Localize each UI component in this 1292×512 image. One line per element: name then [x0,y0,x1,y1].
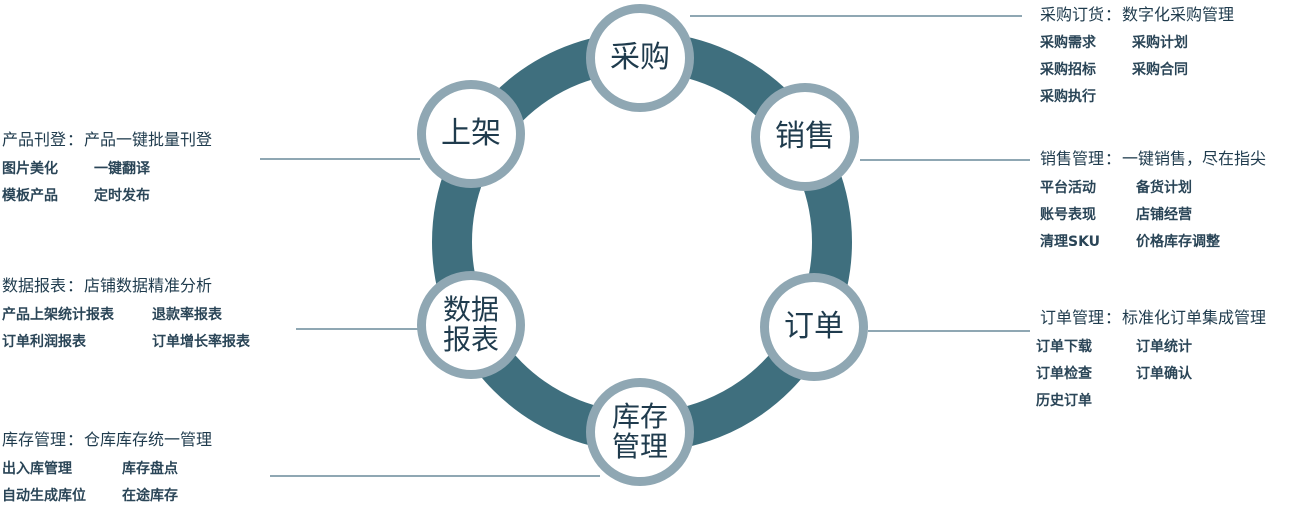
panel-purchase: 采购订货：数字化采购管理 采购需求 采购计划 采购招标 采购合同 采购执行 [1040,1,1234,113]
panel-report-title: 数据报表 [2,276,67,295]
node-sales[interactable]: 销售 [751,83,859,191]
panel-inventory-heading: 库存管理：仓库库存统一管理 [2,426,222,450]
node-inventory-label-line1: 库存 [611,400,668,433]
list-item: 在途库存 [122,488,178,504]
list-item: 模板产品 [2,188,58,204]
panel-inventory-items: 出入库管理 库存盘点 自动生成库位 在途库存 [2,458,222,512]
list-item: 备货计划 [1136,180,1192,196]
panel-report-subtitle: 店铺数据精准分析 [84,276,213,295]
panel-order-items: 订单下载 订单统计 订单检查 订单确认 历史订单 [1036,336,1266,417]
list-item: 库存盘点 [122,461,178,477]
list-item: 账号表现 [1040,207,1096,223]
node-order-label: 订单 [784,309,844,344]
list-item: 采购执行 [1040,89,1096,105]
node-report-label-line2: 报表 [442,323,499,356]
panel-inventory-subtitle: 仓库库存统一管理 [84,430,213,449]
panel-purchase-heading: 采购订货：数字化采购管理 [1040,1,1234,25]
panel-listing-heading: 产品刊登：产品一键批量刊登 [2,126,212,150]
list-item: 采购合同 [1132,62,1188,78]
panel-sales-heading: 销售管理：一键销售，尽在指尖 [1040,145,1266,169]
title-separator: ： [67,130,84,149]
list-item: 订单下载 [1036,339,1092,355]
list-item: 清理SKU [1040,234,1101,250]
panel-listing-items: 图片美化 一键翻译 模板产品 定时发布 [2,158,212,212]
list-item: 采购计划 [1132,35,1188,51]
title-separator: ： [67,276,84,295]
node-report[interactable]: 数据 报表 [417,271,525,379]
list-item: 店铺经营 [1136,207,1192,223]
panel-order-title: 订单管理 [1040,308,1105,327]
list-item: 一键翻译 [94,161,150,177]
list-item: 自动生成库位 [2,488,86,504]
list-item: 图片美化 [2,161,58,177]
panel-inventory-title: 库存管理 [2,430,67,449]
node-listing-label: 上架 [441,116,501,151]
list-item: 订单增长率报表 [152,334,250,350]
title-separator: ： [1105,5,1122,24]
panel-sales-title: 销售管理 [1040,149,1105,168]
node-sales-label: 销售 [775,119,835,154]
panel-purchase-items: 采购需求 采购计划 采购招标 采购合同 采购执行 [1040,32,1234,113]
list-item: 平台活动 [1040,180,1096,196]
panel-listing-title: 产品刊登 [2,130,67,149]
list-item: 退款率报表 [152,307,222,323]
node-listing[interactable]: 上架 [417,80,525,188]
list-item: 订单确认 [1136,366,1192,382]
node-inventory[interactable]: 库存 管理 [586,378,694,486]
panel-order: 订单管理：标准化订单集成管理 订单下载 订单统计 订单检查 订单确认 历史订单 [1036,304,1266,417]
node-order[interactable]: 订单 [760,273,868,381]
panel-sales-items: 平台活动 备货计划 账号表现 店铺经营 清理SKU 价格库存调整 [1040,177,1266,258]
node-purchase[interactable]: 采购 [586,4,694,112]
panel-sales-subtitle: 一键销售，尽在指尖 [1122,149,1267,168]
list-item: 定时发布 [94,188,150,204]
list-item: 产品上架统计报表 [2,307,114,323]
list-item: 采购招标 [1040,62,1096,78]
title-separator: ： [1105,149,1122,168]
panel-report-heading: 数据报表：店铺数据精准分析 [2,272,272,296]
panel-report: 数据报表：店铺数据精准分析 产品上架统计报表 退款率报表 订单利润报表 订单增长… [2,272,272,358]
node-purchase-label: 采购 [610,40,670,75]
panel-sales: 销售管理：一键销售，尽在指尖 平台活动 备货计划 账号表现 店铺经营 清理SKU… [1040,145,1266,258]
list-item: 采购需求 [1040,35,1096,51]
node-report-label-line1: 数据 [442,293,499,326]
panel-report-items: 产品上架统计报表 退款率报表 订单利润报表 订单增长率报表 [2,304,272,358]
panel-order-subtitle: 标准化订单集成管理 [1122,308,1267,327]
node-inventory-label-line2: 管理 [611,430,668,463]
panel-listing-subtitle: 产品一键批量刊登 [84,130,213,149]
panel-purchase-title: 采购订货 [1040,5,1105,24]
panel-inventory: 库存管理：仓库库存统一管理 出入库管理 库存盘点 自动生成库位 在途库存 [2,426,222,512]
list-item: 出入库管理 [2,461,72,477]
list-item: 订单利润报表 [2,334,86,350]
list-item: 历史订单 [1036,393,1092,409]
panel-purchase-subtitle: 数字化采购管理 [1122,5,1235,24]
title-separator: ： [1105,308,1122,327]
list-item: 订单统计 [1136,339,1192,355]
list-item: 价格库存调整 [1136,234,1220,250]
panel-listing: 产品刊登：产品一键批量刊登 图片美化 一键翻译 模板产品 定时发布 [2,126,212,212]
title-separator: ： [67,430,84,449]
list-item: 订单检查 [1036,366,1092,382]
panel-order-heading: 订单管理：标准化订单集成管理 [1040,304,1266,328]
